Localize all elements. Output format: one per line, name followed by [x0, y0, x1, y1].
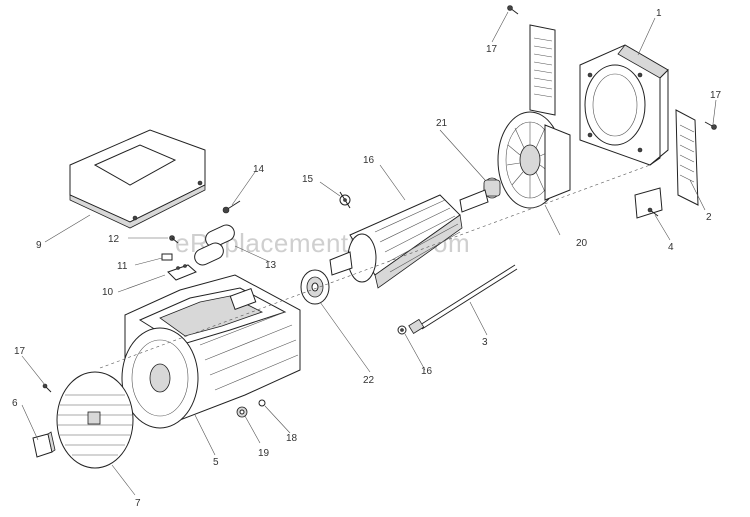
part-10-terminal-block[interactable]	[167, 264, 197, 281]
part-14-screw[interactable]	[222, 200, 241, 214]
callout-11: 11	[117, 261, 128, 272]
part-16-rotor[interactable]	[329, 189, 489, 289]
callout-15: 15	[302, 174, 314, 185]
part-16-washer[interactable]	[397, 325, 407, 335]
callout-22: 22	[363, 375, 375, 386]
callout-14: 14	[253, 164, 265, 175]
callout-12: 12	[108, 234, 120, 245]
callout-13: 13	[265, 260, 277, 271]
part-20-fan[interactable]	[497, 111, 571, 209]
part-2-side-plate[interactable]	[675, 109, 699, 206]
callout-2: 2	[706, 212, 712, 223]
callout-18: 18	[286, 433, 298, 444]
part-22-bearing[interactable]	[300, 269, 330, 305]
part-9-cover[interactable]	[69, 129, 206, 229]
part-17-screw-left[interactable]	[42, 383, 52, 393]
leader-lines	[21, 11, 717, 496]
callout-17-upper: 17	[486, 44, 498, 55]
callout-10: 10	[102, 287, 114, 298]
callout-17-left: 17	[14, 346, 26, 357]
part-13-capacitor[interactable]	[192, 222, 237, 267]
part-21-coupling[interactable]	[483, 177, 501, 199]
callout-16-rotor: 16	[363, 155, 375, 166]
callout-7: 7	[135, 498, 141, 509]
callout-19: 19	[258, 448, 270, 459]
part-17-screw-upper[interactable]	[507, 5, 519, 15]
part-17-screw-right[interactable]	[704, 121, 717, 130]
part-15-bracket[interactable]	[339, 191, 351, 209]
part-5-stator-housing[interactable]	[121, 274, 301, 429]
callout-3: 3	[482, 337, 488, 348]
callout-20: 20	[576, 238, 588, 249]
part-plate-upper[interactable]	[529, 24, 556, 116]
callout-16-washer: 16	[421, 366, 433, 377]
callout-5: 5	[213, 457, 219, 468]
part-19-nut[interactable]	[236, 406, 248, 418]
callout-4: 4	[668, 242, 674, 253]
assembly-axis-line	[99, 164, 651, 369]
part-18-screw[interactable]	[258, 399, 266, 407]
part-11-clip[interactable]	[161, 253, 173, 261]
part-1-end-housing[interactable]	[579, 44, 669, 166]
part-12-screw[interactable]	[169, 235, 179, 244]
callout-1: 1	[656, 8, 662, 19]
part-4-bracket[interactable]	[634, 187, 663, 219]
part-3-through-bolt[interactable]	[408, 264, 518, 334]
callout-9: 9	[36, 240, 42, 251]
part-7-end-grille[interactable]	[56, 371, 134, 469]
callout-6: 6	[12, 398, 18, 409]
callout-21: 21	[436, 118, 448, 129]
callout-17-right: 17	[710, 90, 722, 101]
